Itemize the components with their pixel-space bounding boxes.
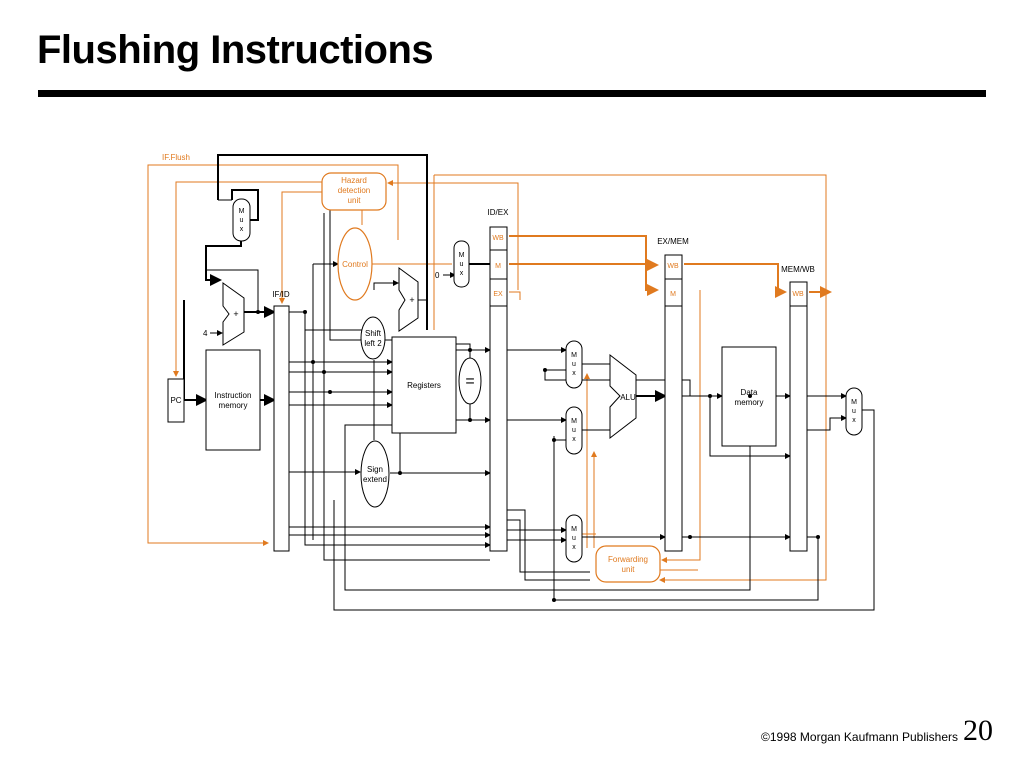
svg-text:M: M: [571, 352, 577, 359]
svg-text:x: x: [572, 544, 576, 551]
svg-text:u: u: [572, 427, 576, 434]
wire-junctions: [256, 310, 820, 602]
control-label: Control: [342, 260, 368, 269]
write-back-mux: M u x: [845, 387, 863, 436]
instruction-memory: Instruction memory: [205, 349, 261, 451]
hazard-unit-line-1: Hazard: [341, 176, 367, 185]
svg-text:u: u: [572, 361, 576, 368]
forwarding-unit-line-1: Forwarding: [608, 555, 648, 564]
constant-four: 4: [203, 329, 208, 338]
if-flush-label: IF.Flush: [162, 153, 190, 162]
svg-text:M: M: [239, 208, 245, 215]
svg-text:ID/EX: ID/EX: [488, 208, 510, 217]
shift-left-2: Shift left 2: [360, 316, 386, 360]
svg-text:+: +: [233, 309, 238, 319]
svg-text:WB: WB: [492, 235, 504, 242]
pc-adder: +: [222, 282, 245, 346]
svg-text:M: M: [851, 399, 857, 406]
alu-mux-a: M u x: [565, 340, 583, 389]
svg-text:Data: Data: [741, 388, 758, 397]
constant-zero: 0: [435, 271, 440, 280]
copyright-footer: ©1998 Morgan Kaufmann Publishers: [761, 730, 958, 744]
svg-text:Registers: Registers: [407, 381, 441, 390]
svg-text:x: x: [852, 417, 856, 424]
control-unit: Control: [337, 227, 373, 301]
svg-text:u: u: [572, 535, 576, 542]
svg-text:ALU: ALU: [620, 393, 636, 402]
svg-text:x: x: [460, 270, 464, 277]
pc-register: PC: [167, 378, 185, 423]
svg-text:x: x: [572, 436, 576, 443]
id-ex-register: ID/EX WB M EX: [488, 208, 510, 552]
sign-extend: Sign extend: [360, 440, 390, 508]
alu-mux-b: M u x: [565, 406, 583, 455]
svg-text:Instruction: Instruction: [215, 391, 252, 400]
forwarding-unit-line-2: unit: [622, 565, 636, 574]
forwarding-unit: Forwarding unit: [595, 545, 661, 583]
svg-text:PC: PC: [170, 396, 181, 405]
branch-adder: +: [398, 267, 419, 332]
if-id-register: IF/ID: [272, 290, 290, 552]
svg-text:=: =: [465, 373, 474, 390]
hazard-detection-unit: Hazard detection unit: [321, 172, 387, 211]
svg-text:u: u: [460, 261, 464, 268]
svg-text:+: +: [409, 295, 414, 305]
svg-text:memory: memory: [735, 398, 764, 407]
slide-title: Flushing Instructions: [37, 28, 434, 72]
svg-text:u: u: [240, 217, 244, 224]
svg-text:u: u: [852, 408, 856, 415]
ex-mem-register: EX/MEM WB M: [657, 237, 689, 552]
svg-text:extend: extend: [363, 475, 387, 484]
svg-text:EX: EX: [493, 291, 503, 298]
svg-text:left 2: left 2: [364, 339, 382, 348]
svg-text:M: M: [571, 526, 577, 533]
svg-text:Sign: Sign: [367, 465, 383, 474]
svg-text:Shift: Shift: [365, 329, 382, 338]
svg-text:M: M: [571, 418, 577, 425]
svg-text:memory: memory: [219, 401, 248, 410]
control-wires: [147, 164, 832, 583]
svg-text:x: x: [572, 370, 576, 377]
svg-text:WB: WB: [792, 291, 804, 298]
pc-source-mux: M u x: [232, 198, 251, 242]
hazard-unit-line-2: detection: [338, 186, 370, 195]
title-rule: [38, 90, 986, 97]
control-mux: M u x: [453, 240, 470, 288]
page-number: 20: [963, 714, 993, 747]
svg-text:MEM/WB: MEM/WB: [781, 265, 815, 274]
svg-text:WB: WB: [667, 263, 679, 270]
svg-text:M: M: [459, 252, 465, 259]
alu: ALU: [609, 353, 637, 440]
datapath-wires: [183, 154, 875, 611]
svg-text:x: x: [240, 226, 244, 233]
reg-dst-mux: M u x: [565, 514, 583, 563]
mem-wb-register: MEM/WB WB: [781, 265, 815, 552]
svg-text:EX/MEM: EX/MEM: [657, 237, 689, 246]
hazard-unit-line-3: unit: [348, 196, 362, 205]
register-file: Registers: [391, 336, 457, 434]
svg-text:M: M: [495, 263, 501, 270]
svg-text:IF/ID: IF/ID: [272, 290, 290, 299]
equality-comparator: =: [458, 357, 482, 405]
svg-text:M: M: [670, 291, 676, 298]
